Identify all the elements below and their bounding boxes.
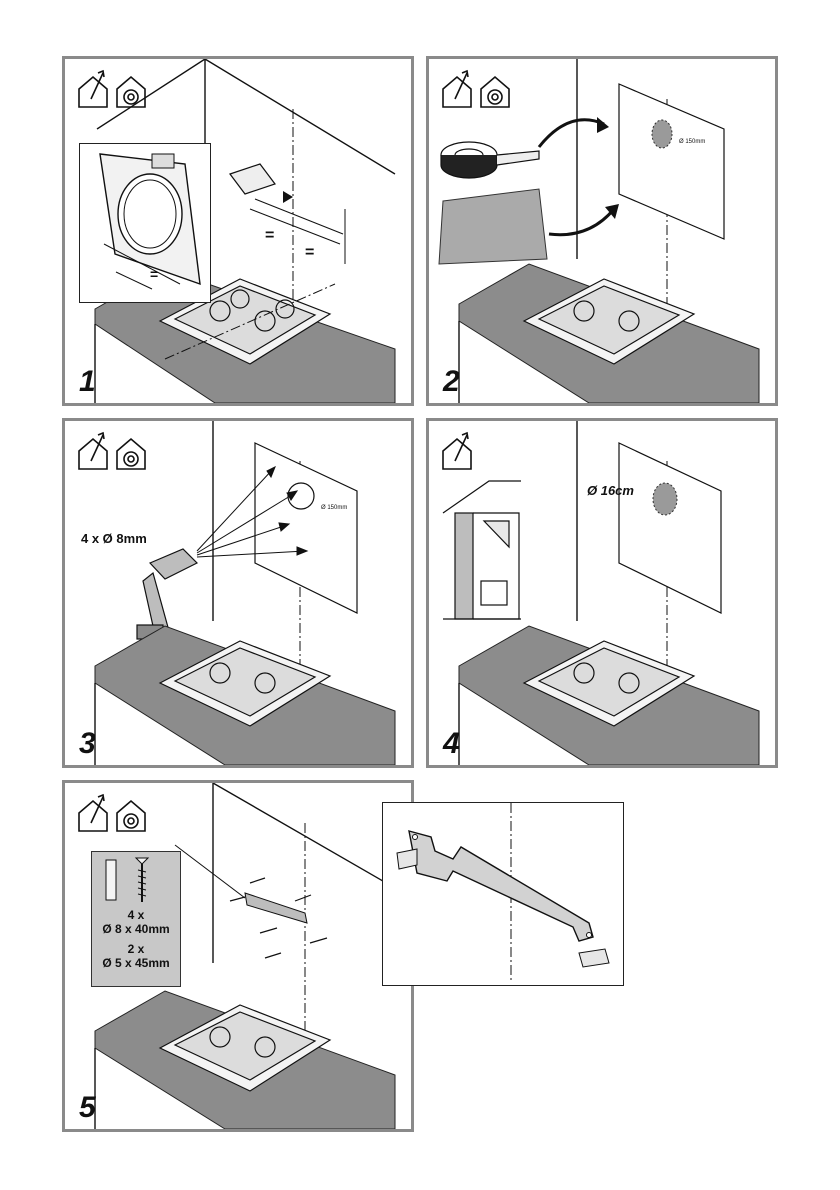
step-4-illustration — [442, 421, 760, 765]
size-plugs: Ø 8 x 40mm — [102, 922, 170, 936]
drill — [136, 548, 199, 640]
template-hole — [651, 119, 673, 149]
bracket-detail-drawing — [396, 803, 610, 983]
house-duct-out-icon — [78, 793, 108, 832]
mounting-bracket — [229, 163, 276, 195]
hardware-kit-box: 4 x Ø 8 x 40mm 2 x Ø 5 x 45mm — [91, 851, 181, 987]
hood-detail-inset: = — [79, 143, 211, 303]
step-5-illustration — [78, 783, 396, 1129]
drill-size-label: 4 x Ø 8mm — [81, 531, 147, 546]
template-diameter-label: Ø 150mm — [321, 505, 348, 511]
step-number: 3 — [79, 727, 96, 760]
step-1-panel: = = = 1 — [62, 56, 414, 406]
plug-and-screw-icon — [105, 857, 150, 902]
house-duct-out-icon — [442, 431, 472, 470]
step-2-illustration — [438, 59, 760, 403]
tape-roll — [440, 141, 540, 179]
wall-bracket — [244, 892, 308, 924]
paper-template-sheet — [438, 188, 548, 265]
equal-mark: = — [150, 266, 159, 282]
hob — [158, 1004, 332, 1092]
step-4-panel: Ø 16cm 4 — [426, 418, 778, 768]
drilling-template — [254, 442, 358, 614]
qty-screws: 2 x — [127, 942, 145, 956]
hob — [522, 640, 696, 727]
step-number: 5 — [79, 1091, 96, 1124]
house-duct-out-icon — [442, 69, 472, 108]
house-recirculation-icon — [116, 799, 146, 832]
house-recirculation-icon — [480, 75, 510, 108]
wall-corner — [204, 59, 396, 264]
bracket-detail-inset — [382, 802, 624, 986]
drilling-template — [618, 83, 725, 240]
hood-detail-drawing — [99, 153, 201, 290]
step-3-panel: 4 x Ø 8mm Ø 150mm 3 — [62, 418, 414, 768]
equal-mark: = — [265, 227, 275, 244]
equal-mark: = — [305, 244, 315, 261]
hob — [522, 278, 696, 365]
cut-out-hole — [652, 482, 678, 516]
wall-plugs — [229, 877, 328, 959]
qty-plugs: 4 x — [127, 908, 145, 922]
step-number: 1 — [79, 365, 96, 398]
house-section-diagram — [442, 480, 521, 620]
step-3-illustration — [78, 421, 396, 765]
step-5-panel: 4 x Ø 8 x 40mm 2 x Ø 5 x 45mm 5 — [62, 780, 414, 1132]
house-duct-out-icon — [78, 431, 108, 470]
hob — [158, 640, 332, 727]
house-recirculation-icon — [116, 75, 146, 108]
drilling-template — [618, 442, 722, 614]
step-number: 2 — [443, 365, 460, 398]
size-screws: Ø 5 x 45mm — [102, 956, 170, 970]
house-recirculation-icon — [116, 437, 146, 470]
step-2-panel: Ø 150mm 2 — [426, 56, 778, 406]
hole-diameter-label: Ø 16cm — [587, 483, 634, 498]
step-number: 4 — [443, 727, 460, 760]
template-diameter-label: Ø 150mm — [679, 139, 706, 145]
house-duct-out-icon — [78, 69, 108, 108]
